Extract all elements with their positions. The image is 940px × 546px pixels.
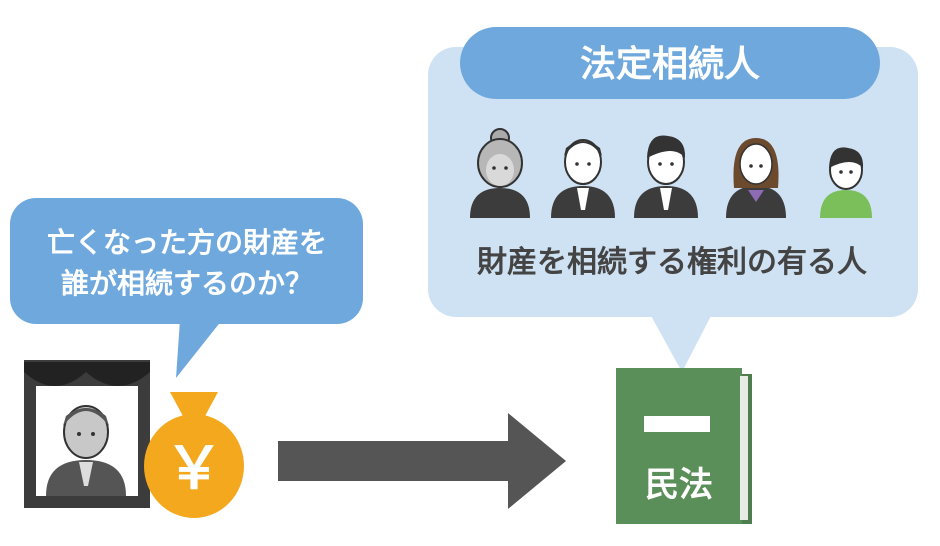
man-icon (634, 135, 698, 218)
flow-arrow (278, 413, 566, 509)
book-label: 民法 (645, 465, 713, 505)
money-bag-icon: ￥ (144, 392, 244, 518)
elderly-man-icon (551, 139, 615, 218)
deceased-person-icon (46, 405, 126, 496)
yen-symbol: ￥ (165, 434, 223, 502)
book-label-bar (644, 416, 710, 432)
heirs-panel-tail (650, 314, 712, 372)
question-bubble: 亡くなった方の財産を 誰が相続するのか？ (10, 198, 363, 378)
elderly-woman-icon (470, 128, 530, 218)
question-line-2: 誰が相続するのか？ (61, 267, 313, 300)
civil-code-book-icon: 民法 (616, 368, 752, 524)
memorial-portrait (24, 360, 150, 508)
heirs-title: 法定相続人 (580, 44, 760, 85)
heirs-caption: 財産を相続する権利の有る人 (477, 245, 867, 280)
question-bubble-tail (176, 320, 222, 378)
heirs-title-pill (460, 27, 880, 99)
question-line-1: 亡くなった方の財産を (47, 226, 327, 259)
book-pages (740, 376, 748, 520)
boy-icon (820, 147, 872, 218)
woman-icon (726, 138, 786, 218)
heirs-panel: 法定相続人 (428, 27, 918, 372)
question-bubble-bg (10, 198, 363, 324)
book-cover (616, 368, 742, 524)
portrait-ribbon (24, 362, 150, 386)
heirs-people (470, 128, 872, 218)
